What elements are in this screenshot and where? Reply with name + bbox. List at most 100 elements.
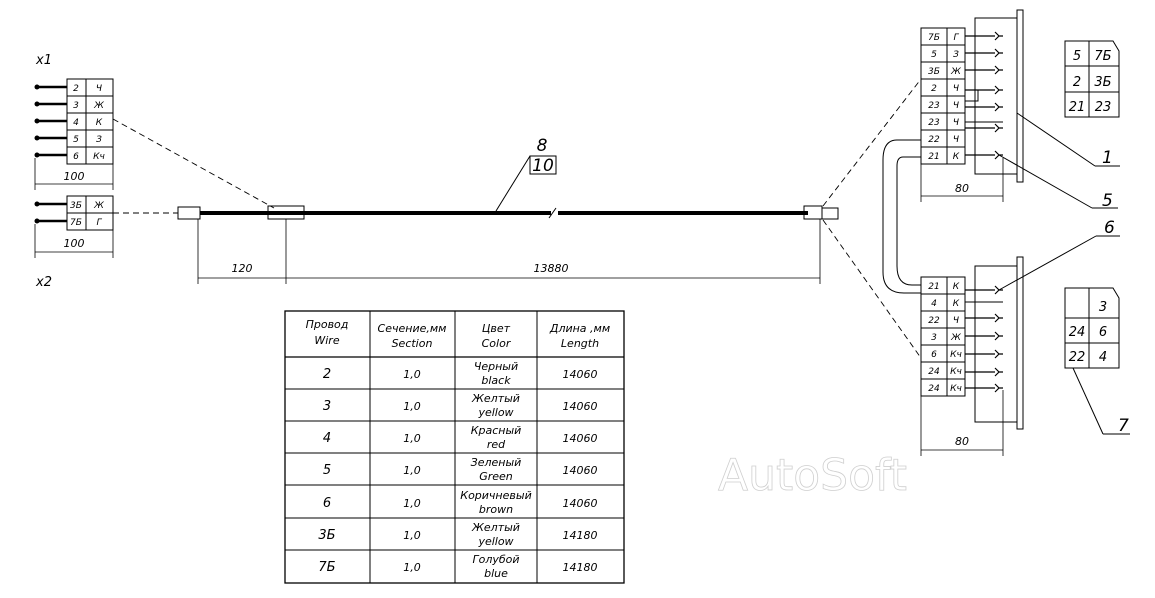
table-cell-section: 1,0	[403, 561, 421, 574]
x2-label: x2	[35, 275, 52, 290]
x1-pin-num: 5	[73, 135, 79, 145]
x2-pin-color: Ж	[93, 201, 104, 211]
top-pin-color: Ч	[953, 118, 959, 128]
table-cell-wire: 5	[323, 463, 331, 478]
x1-pin-color: Ж	[93, 101, 104, 111]
top-pin-num: 2	[931, 84, 937, 94]
bottom-connector-terminals	[965, 285, 1003, 393]
top-connector-face: 5 7Б 2 3Б 21 23	[1064, 40, 1120, 118]
table-cell-color-ru: Желтый	[471, 392, 520, 405]
top-connector-dimension: 80	[920, 158, 1004, 202]
top-dim-text: 80	[955, 182, 969, 195]
x1-pin-num: 4	[73, 118, 79, 128]
top-pin-color: Ч	[953, 101, 959, 111]
table-cell-section: 1,0	[403, 497, 421, 510]
table-cell-color-en: blue	[484, 567, 508, 580]
x2-pin-num: 3Б	[70, 201, 82, 211]
bottom-pin-num: 22	[928, 316, 940, 326]
table-cell-color-ru: Голубой	[472, 553, 519, 566]
callout-1: 1	[1102, 148, 1113, 168]
cable-dimensions: 120 13880	[197, 219, 821, 284]
x1-pin-color: Кч	[93, 152, 105, 162]
bottom-pin-color: Кч	[950, 350, 962, 360]
table-cell-color-en: yellow	[477, 535, 513, 548]
bottom-pin-color: Кч	[950, 384, 962, 394]
bottom-face-pin: 4	[1099, 350, 1107, 365]
top-face-pin: 5	[1073, 49, 1081, 64]
top-pin-color: Ж	[950, 67, 961, 77]
table-cell-color-en: yellow	[477, 406, 513, 419]
x2-pin-color: Г	[96, 218, 102, 228]
table-cell-section: 1,0	[403, 432, 421, 445]
table-cell-length: 14060	[563, 400, 598, 413]
bottom-connector-body	[974, 256, 1024, 430]
bottom-pin-num: 3	[931, 333, 937, 343]
top-pin-num: 7Б	[928, 33, 940, 43]
callout-6: 6	[1104, 218, 1115, 238]
top-pin-num: 23	[928, 118, 940, 128]
table-cell-color-en: brown	[479, 503, 513, 516]
dim-120: 120	[232, 262, 253, 275]
top-face-pin: 21	[1069, 100, 1086, 115]
table-cell-color-en: red	[487, 438, 506, 451]
top-pin-num: 22	[928, 135, 940, 145]
header-wire-ru: Провод	[306, 318, 349, 331]
table-cell-length: 14060	[563, 464, 598, 477]
bottom-face-pin: 22	[1069, 350, 1086, 365]
x2-dim-text: 100	[64, 237, 85, 250]
top-face-pin: 23	[1095, 100, 1112, 115]
jumper-wires	[882, 139, 921, 294]
bottom-connector-face: 3 24 6 22 4	[1064, 287, 1120, 369]
bottom-dim-text: 80	[955, 435, 969, 448]
top-pin-num: 21	[928, 152, 939, 162]
callout-5: 5	[1102, 191, 1113, 211]
header-length-en: Length	[561, 337, 599, 350]
dim-13880: 13880	[534, 262, 569, 275]
cable-callout: 8 10	[495, 136, 557, 212]
x2-pin-table: 3Б Ж 7Б Г	[66, 195, 114, 231]
x2-dimension: 100	[34, 224, 114, 258]
x1-pin-color: З	[96, 135, 102, 145]
x1-pin-table: 2 Ч 3 Ж 4 К 5 З 6 Кч	[66, 78, 114, 165]
table-cell-section: 1,0	[403, 464, 421, 477]
bottom-pin-num: 24	[928, 384, 940, 394]
table-cell-color-ru: Зеленый	[471, 456, 522, 469]
header-length-ru: Длина ,мм	[549, 322, 610, 335]
table-cell-wire: 6	[323, 496, 331, 511]
top-pin-color: Г	[953, 33, 959, 43]
top-face-pin: 7Б	[1094, 49, 1111, 64]
wire-spec-table: Провод Wire Сечение,мм Section Цвет Colo…	[284, 310, 625, 584]
header-color-en: Color	[482, 337, 512, 350]
callout-10: 10	[532, 156, 554, 176]
table-cell-length: 14180	[563, 561, 598, 574]
header-section-ru: Сечение,мм	[378, 322, 447, 335]
top-pin-num: 5	[931, 50, 937, 60]
leader-lines	[112, 78, 922, 359]
top-face-pin: 2	[1073, 75, 1081, 90]
table-cell-color-ru: Желтый	[471, 521, 520, 534]
bottom-pin-color: Ж	[950, 333, 961, 343]
top-face-pin: 3Б	[1094, 75, 1111, 90]
main-cable	[177, 205, 839, 220]
top-pin-num: 23	[928, 101, 940, 111]
x1-wire-leads	[34, 84, 67, 158]
top-pin-color: К	[953, 152, 960, 162]
top-pin-num: 3Б	[928, 67, 940, 77]
bottom-pin-color: Кч	[950, 367, 962, 377]
table-cell-length: 14060	[563, 497, 598, 510]
bottom-pin-color: Ч	[953, 316, 959, 326]
bottom-face-pin: 3	[1099, 300, 1107, 315]
bottom-face-pin: 24	[1069, 325, 1086, 340]
table-cell-length: 14060	[563, 368, 598, 381]
x2-wire-leads	[34, 201, 67, 224]
callout-8: 8	[537, 136, 548, 156]
bottom-pin-num: 21	[928, 282, 939, 292]
table-cell-wire: 4	[323, 431, 331, 446]
x1-dimension: 100	[34, 158, 114, 190]
top-connector-body	[974, 9, 1024, 183]
table-cell-length: 14060	[563, 432, 598, 445]
x2-pin-num: 7Б	[70, 218, 82, 228]
top-connector-terminals	[965, 31, 1003, 160]
x1-pin-num: 6	[73, 152, 79, 162]
